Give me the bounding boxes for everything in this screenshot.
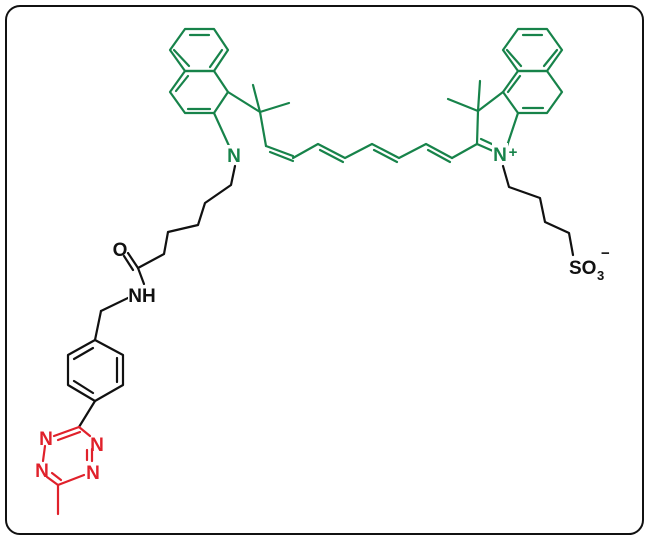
amide-nh-label: NH bbox=[128, 286, 155, 307]
sulfonate-subscript: 3 bbox=[597, 268, 604, 283]
right-nitrogen-label: N bbox=[493, 145, 507, 166]
tetrazine-n3-label: N bbox=[35, 461, 49, 482]
right-indoleninium bbox=[446, 27, 564, 153]
linker-chains bbox=[66, 164, 575, 429]
left-nitrogen-label: N bbox=[227, 146, 241, 167]
left-indolenine bbox=[168, 27, 479, 164]
figure-frame bbox=[5, 5, 644, 535]
right-nitrogen-charge: + bbox=[509, 144, 518, 161]
tetrazine-n4-label: N bbox=[86, 463, 100, 484]
sulfonate-charge: − bbox=[601, 245, 610, 262]
tetrazine-n2-label: N bbox=[90, 435, 104, 456]
sulfonate-label: SO bbox=[569, 258, 596, 279]
tetrazine-ring bbox=[41, 425, 94, 516]
amide-oxygen-label: O bbox=[113, 240, 128, 261]
tetrazine-n1-label: N bbox=[39, 429, 53, 450]
